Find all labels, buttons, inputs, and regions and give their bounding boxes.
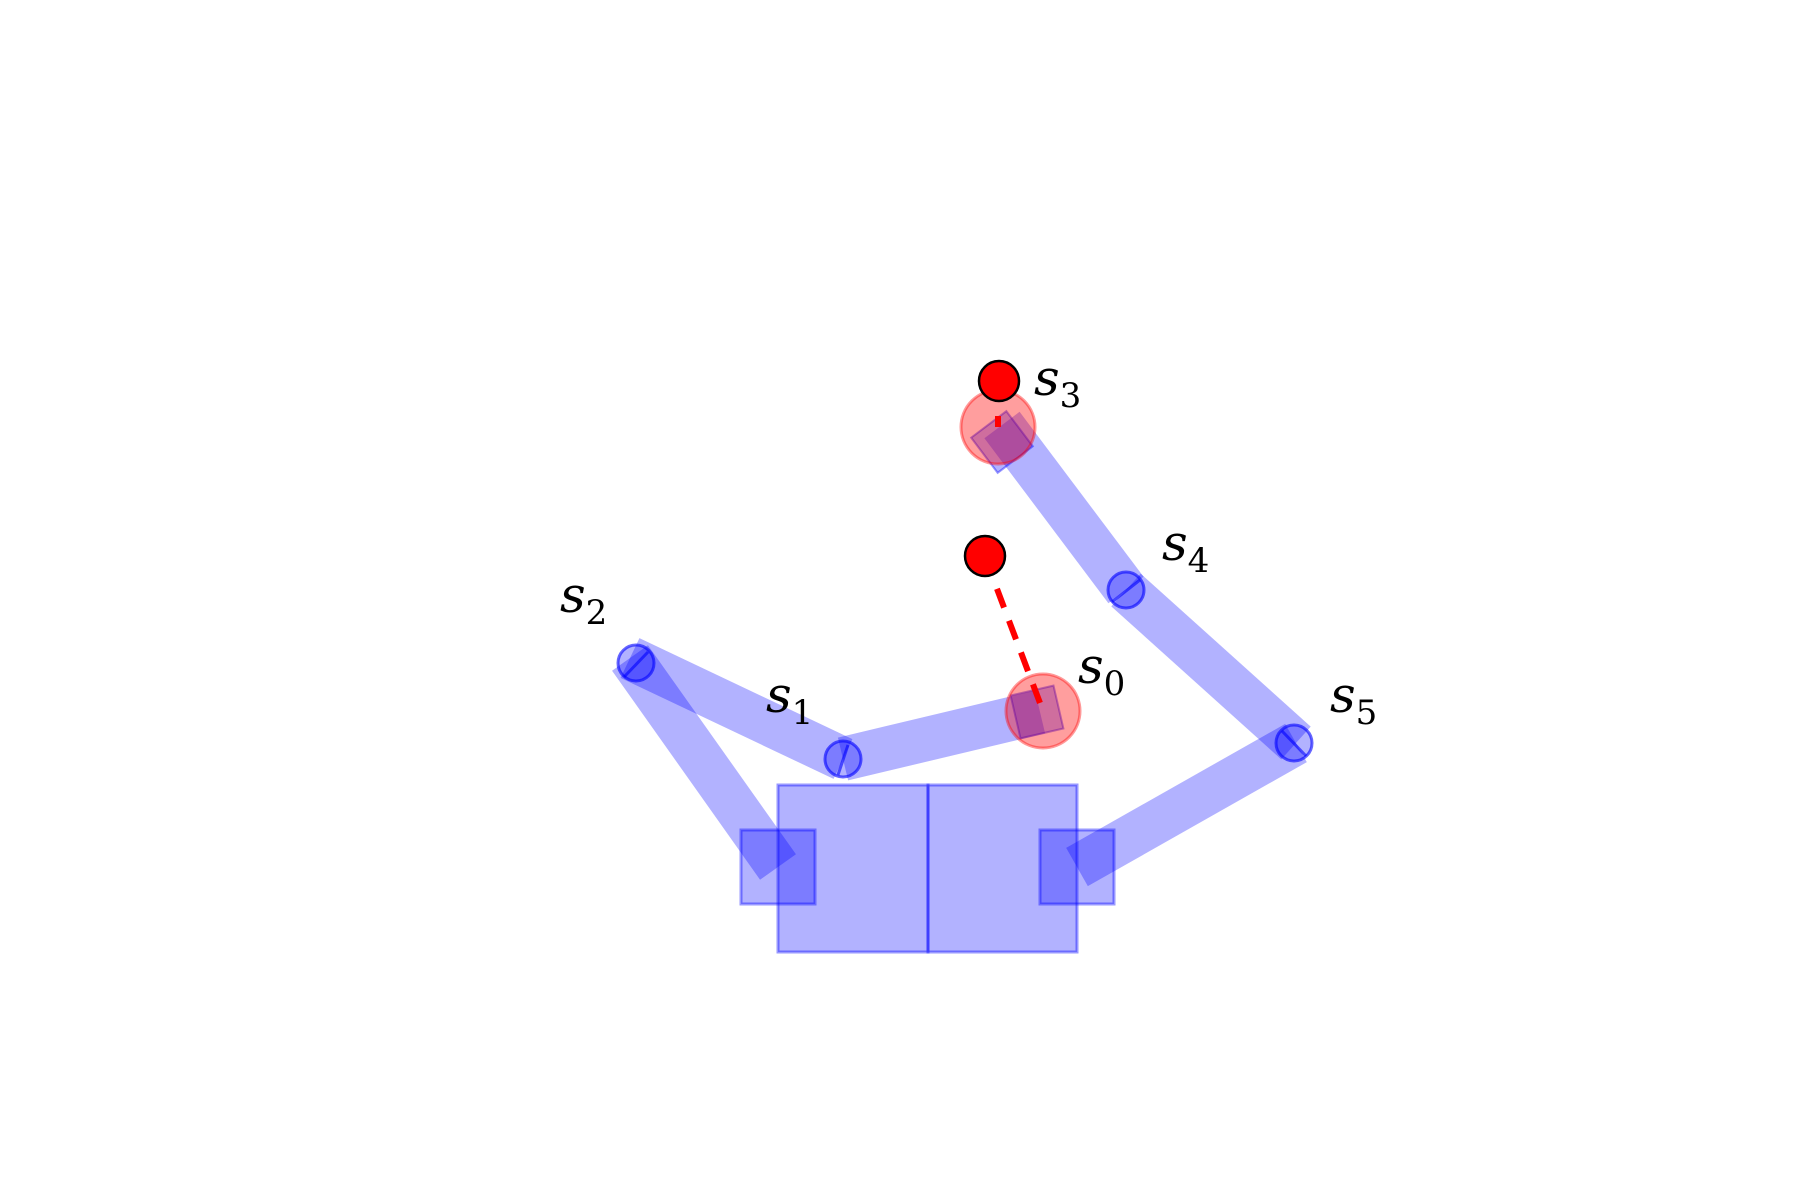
left-arm-link-1	[612, 645, 796, 880]
right-arm-link-3	[984, 411, 1144, 604]
shoulder-joints	[739, 828, 1116, 906]
joint-s2-tick	[622, 650, 650, 679]
arm-joints	[616, 570, 1314, 779]
left-arm-link-2	[620, 638, 853, 779]
goal-halo-s0	[1004, 672, 1082, 750]
end-effectors	[969, 409, 1065, 740]
right-arm-link-2	[1111, 573, 1311, 760]
robot-base	[776, 783, 1079, 954]
right-arm	[984, 411, 1311, 887]
label-s1: s1	[766, 666, 813, 733]
right-end-effector	[969, 409, 1035, 475]
label-s5: s5	[1330, 666, 1377, 733]
label-s0: s0	[1078, 637, 1125, 704]
base-right-box	[926, 783, 1079, 954]
target-point-2	[977, 359, 1021, 403]
target-points	[963, 359, 1021, 578]
reach-line-s0	[982, 555, 1046, 713]
label-s3: s3	[1034, 349, 1081, 416]
base-left-box	[776, 783, 930, 954]
right-shoulder-joint	[1038, 828, 1116, 906]
label-s4: s4	[1162, 514, 1209, 581]
left-arm-link-3	[837, 690, 1046, 781]
left-shoulder-joint	[739, 828, 817, 906]
joint-s5-tick	[1280, 729, 1308, 758]
joint-s4-tick	[1111, 578, 1141, 604]
right-arm-link-1	[1066, 723, 1307, 887]
target-point-1	[963, 534, 1007, 578]
left-arm	[612, 638, 1046, 880]
joint-s1-tick	[836, 744, 850, 776]
label-s2: s2	[560, 566, 607, 633]
left-end-effector	[1009, 684, 1065, 740]
state-labels: s0 s1 s2 s3 s4 s5	[560, 349, 1377, 733]
